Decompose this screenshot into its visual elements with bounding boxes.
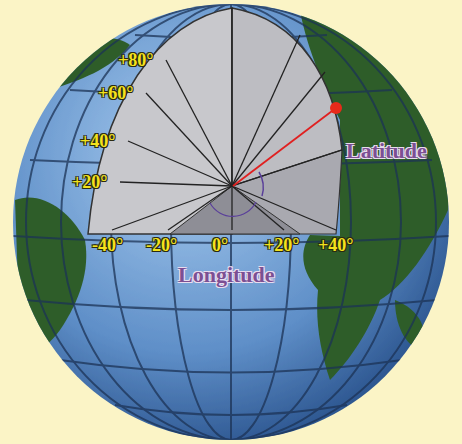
latitude-value: +20° <box>72 173 107 191</box>
axis-label: Longitude <box>178 264 275 286</box>
longitude-value: -20° <box>146 236 177 254</box>
latitude-value: +60° <box>98 84 133 102</box>
latitude-value: +80° <box>118 51 153 69</box>
longitude-value: +20° <box>264 236 299 254</box>
longitude-value: -40° <box>92 236 123 254</box>
longitude-value: +40° <box>318 236 353 254</box>
latitude-value: +40° <box>80 132 115 150</box>
axis-label: Latitude <box>346 140 427 162</box>
longitude-value: 0° <box>212 236 228 254</box>
